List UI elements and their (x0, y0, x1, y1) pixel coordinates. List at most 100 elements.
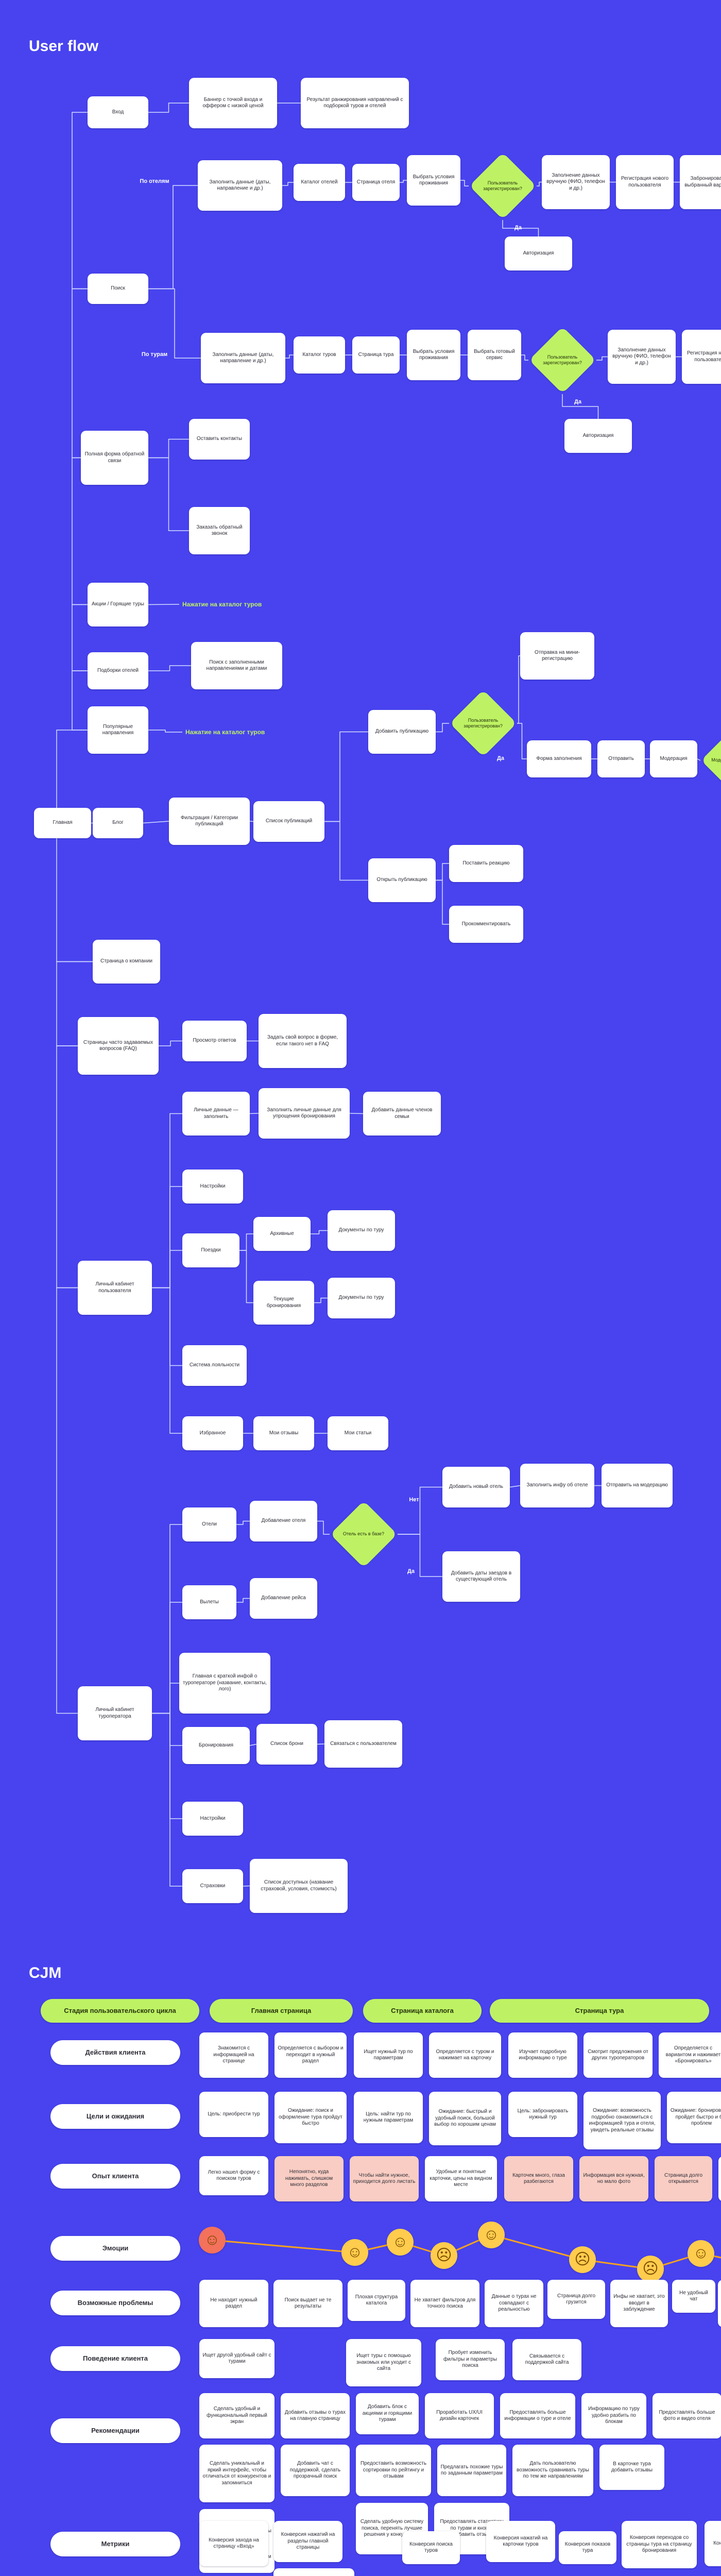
node-pub-list[interactable]: Список публикаций (253, 801, 324, 842)
node-new-hotel[interactable]: Добавить новый отель (442, 1467, 510, 1507)
node-banner[interactable]: Баннер с точкой входа и оффером с низкой… (189, 78, 277, 128)
node-popular[interactable]: Популярные направления (88, 706, 148, 754)
node-family[interactable]: Добавить данные членов семьи (363, 1092, 441, 1136)
cjm-rec-a1[interactable]: Сделать удобный и функциональный первый … (199, 2393, 274, 2438)
node-add-date[interactable]: Добавить даты заездов в существующий оте… (442, 1551, 520, 1602)
node-forma[interactable]: Полная форма обратной связи (81, 431, 148, 485)
node-view-answers[interactable]: Просмотр ответов (182, 1021, 247, 1061)
cjm-action-6[interactable]: Смотрит предложения от других туроперато… (583, 2032, 653, 2078)
cjm-problem-9[interactable]: Сомневается в надежности сайта (718, 2280, 721, 2327)
cjm-problem-7[interactable]: Инфы не хватает, это вводит в заблуждени… (610, 2280, 668, 2327)
cjm-metric-7[interactable]: Конверсия переходов со страницы тура на … (622, 2521, 697, 2568)
node-hotel-terms[interactable]: Выбрать условия проживания (407, 155, 460, 206)
cjm-rec-a5[interactable]: Предоставлять больше информации о туре и… (500, 2393, 575, 2438)
node-hotels-auth[interactable]: Авторизация (505, 236, 572, 270)
node-tour-page[interactable]: Страница тура (352, 336, 400, 374)
node-podborki[interactable]: Подборки отелей (88, 652, 148, 689)
node-hotel-info[interactable]: Заполнить инфу об отеле (520, 1464, 594, 1507)
cjm-goal-3[interactable]: Цель: найти тур по нужным параметрам (354, 2092, 423, 2143)
row-label-emotions[interactable]: Эмоции (50, 2236, 180, 2261)
node-lk-to[interactable]: Личный кабинет туроператора (78, 1686, 152, 1740)
cjm-metric-6[interactable]: Конверсия показов тура (559, 2531, 616, 2564)
cjm-goal-7[interactable]: Ожидание: бронирование пройдет быстро и … (667, 2092, 721, 2143)
node-poisk[interactable]: Поиск (88, 274, 148, 304)
cjm-metric-1[interactable]: Конверсия захода на страницу «Вход» (199, 2521, 268, 2566)
node-add-pub[interactable]: Добавить публикацию (368, 710, 436, 754)
emoji-5[interactable]: ☺ (478, 2222, 505, 2248)
emoji-6[interactable]: ☹ (569, 2246, 596, 2273)
node-glavnaya[interactable]: Главная (34, 808, 91, 838)
node-open-pub[interactable]: Открыть публикацию (368, 858, 436, 902)
node-personal[interactable]: Личные данные — заполнить (182, 1092, 250, 1136)
cjm-problem-6[interactable]: Страница долго грузится (547, 2280, 605, 2319)
node-faq[interactable]: Страницы часто задаваемых вопросов (FAQ) (78, 1017, 159, 1075)
cjm-rec-a2[interactable]: Добавить отзывы о турах на главную стран… (281, 2393, 350, 2438)
emoji-1[interactable]: ☺ (199, 2227, 226, 2253)
cjm-problem-4[interactable]: Не хватает фильтров для точного поиска (410, 2280, 479, 2327)
node-current[interactable]: Текущие бронирования (253, 1281, 314, 1325)
cjm-action-2[interactable]: Определяется с выбором и переходит в нуж… (274, 2032, 347, 2078)
node-add-flight[interactable]: Добавление рейса (250, 1578, 317, 1619)
cjm-exp-2[interactable]: Непонятно, куда нажимать, слишком много … (274, 2156, 344, 2201)
row-label-experience[interactable]: Опыт клиента (50, 2164, 180, 2189)
emoji-2[interactable]: ☺ (341, 2239, 368, 2266)
node-moder[interactable]: Модерация (650, 740, 697, 777)
node-search-filled[interactable]: Поиск с заполненными направлениями и дат… (191, 642, 282, 689)
cjm-problem-3[interactable]: Плохая структура каталога (348, 2280, 405, 2321)
node-lk-user[interactable]: Личный кабинет пользователя (78, 1261, 152, 1315)
node-trips[interactable]: Поездки (182, 1233, 239, 1267)
node-tour-terms[interactable]: Выбрать условия проживания (407, 330, 460, 380)
node-insurance[interactable]: Страховки (182, 1869, 243, 1903)
diamond-tours-reg[interactable]: Пользователь зарегистрирован? (528, 326, 596, 394)
cjm-action-1[interactable]: Знакомится с информацией на странице (199, 2032, 268, 2078)
cjm-rec-a7[interactable]: Предоставлять больше фото и видео отеля (653, 2393, 721, 2438)
cjm-rec-b1[interactable]: Сделать уникальный и яркий интерфейс, чт… (199, 2445, 274, 2502)
cjm-exp-8[interactable]: Удобно, что есть отзывы (718, 2156, 721, 2201)
node-my-articles[interactable]: Мои статьи (328, 1416, 388, 1450)
row-label-behavior[interactable]: Поведение клиента (50, 2346, 180, 2371)
node-tours-manual[interactable]: Заполнение данных вручную (ФИО, телефон … (608, 330, 676, 384)
cjm-problem-5[interactable]: Данные о турах не совпадают с реальность… (485, 2280, 543, 2327)
node-docs-archive[interactable]: Документы по туру (328, 1210, 395, 1251)
node-tour-service[interactable]: Выбрать готовый сервис (468, 330, 521, 380)
cjm-behavior-4[interactable]: Связывается с поддержкой сайта (512, 2339, 581, 2380)
col-header-catalog[interactable]: Страница каталога (363, 1999, 482, 2023)
node-form-fill[interactable]: Форма заполнения (527, 740, 591, 777)
node-settings-user[interactable]: Настройки (182, 1170, 243, 1204)
cjm-problem-2[interactable]: Поиск выдает не те результаты (273, 2280, 342, 2327)
col-header-main[interactable]: Главная страница (210, 1999, 353, 2023)
emoji-7[interactable]: ☹ (637, 2256, 664, 2282)
cjm-action-5[interactable]: Изучает подробную информацию о туре (508, 2032, 577, 2078)
cjm-rec-b6[interactable]: В карточке тура добавить отзывы (599, 2445, 664, 2490)
cjm-metric-3[interactable]: Конверсия каждого раздела на главной стр… (273, 2568, 354, 2576)
cjm-exp-5[interactable]: Карточек много, глаза разбегаются (504, 2156, 573, 2201)
diamond-pub-reg[interactable]: Пользователь зарегистрирован? (449, 689, 517, 757)
node-ask[interactable]: Задать свой вопрос в форме, если такого … (259, 1014, 347, 1068)
cjm-rec-a4[interactable]: Проработать UX/UI дизайн карточек (425, 2393, 494, 2438)
node-send-moder[interactable]: Отправить на модерацию (602, 1464, 673, 1507)
node-hotels-register[interactable]: Регистрация нового пользователя (616, 155, 674, 209)
row-label-recommendations[interactable]: Рекомендации (50, 2418, 180, 2443)
node-company[interactable]: Страница о компании (93, 940, 160, 984)
node-archive[interactable]: Архивные (253, 1217, 311, 1251)
emoji-8[interactable]: ☺ (688, 2240, 714, 2267)
node-result[interactable]: Результат ранжирования направлений с под… (301, 78, 409, 128)
cjm-behavior-1[interactable]: Ищет другой удобный сайт с турами (199, 2339, 274, 2378)
node-tours-fill[interactable]: Заполнить данные (даты, направление и др… (201, 333, 285, 383)
cjm-exp-3[interactable]: Чтобы найти нужное, приходится долго лис… (350, 2156, 419, 2201)
node-docs-current[interactable]: Документы по туру (328, 1278, 395, 1318)
cjm-rec-b4[interactable]: Предлагать похожие туры по заданным пара… (437, 2445, 506, 2496)
cjm-metric-5[interactable]: Конверсия нажатий на карточки туров (486, 2521, 555, 2562)
node-my-reviews[interactable]: Мои отзывы (253, 1416, 314, 1450)
cjm-action-4[interactable]: Определяется с туром и нажимает на карто… (429, 2032, 501, 2078)
node-loyalty[interactable]: Система лояльности (182, 1345, 247, 1386)
node-send[interactable]: Отправить (597, 740, 645, 777)
node-hotels-book[interactable]: Забронировать выбранный вариант (680, 155, 721, 209)
node-mini-reg[interactable]: Отправка на мини-регистрацию (520, 632, 594, 680)
cjm-exp-6[interactable]: Информация вся нужная, но мало фото (579, 2156, 648, 2201)
node-tours-catalog[interactable]: Каталог туров (294, 336, 345, 374)
cjm-rec-b3[interactable]: Предоставить возможность сортировки по р… (356, 2445, 431, 2496)
cjm-goal-4[interactable]: Ожидание: быстрый и удобный поиск, больш… (429, 2092, 501, 2145)
node-book-list[interactable]: Список брони (256, 1724, 317, 1765)
row-label-actions[interactable]: Действия клиента (50, 2040, 180, 2065)
